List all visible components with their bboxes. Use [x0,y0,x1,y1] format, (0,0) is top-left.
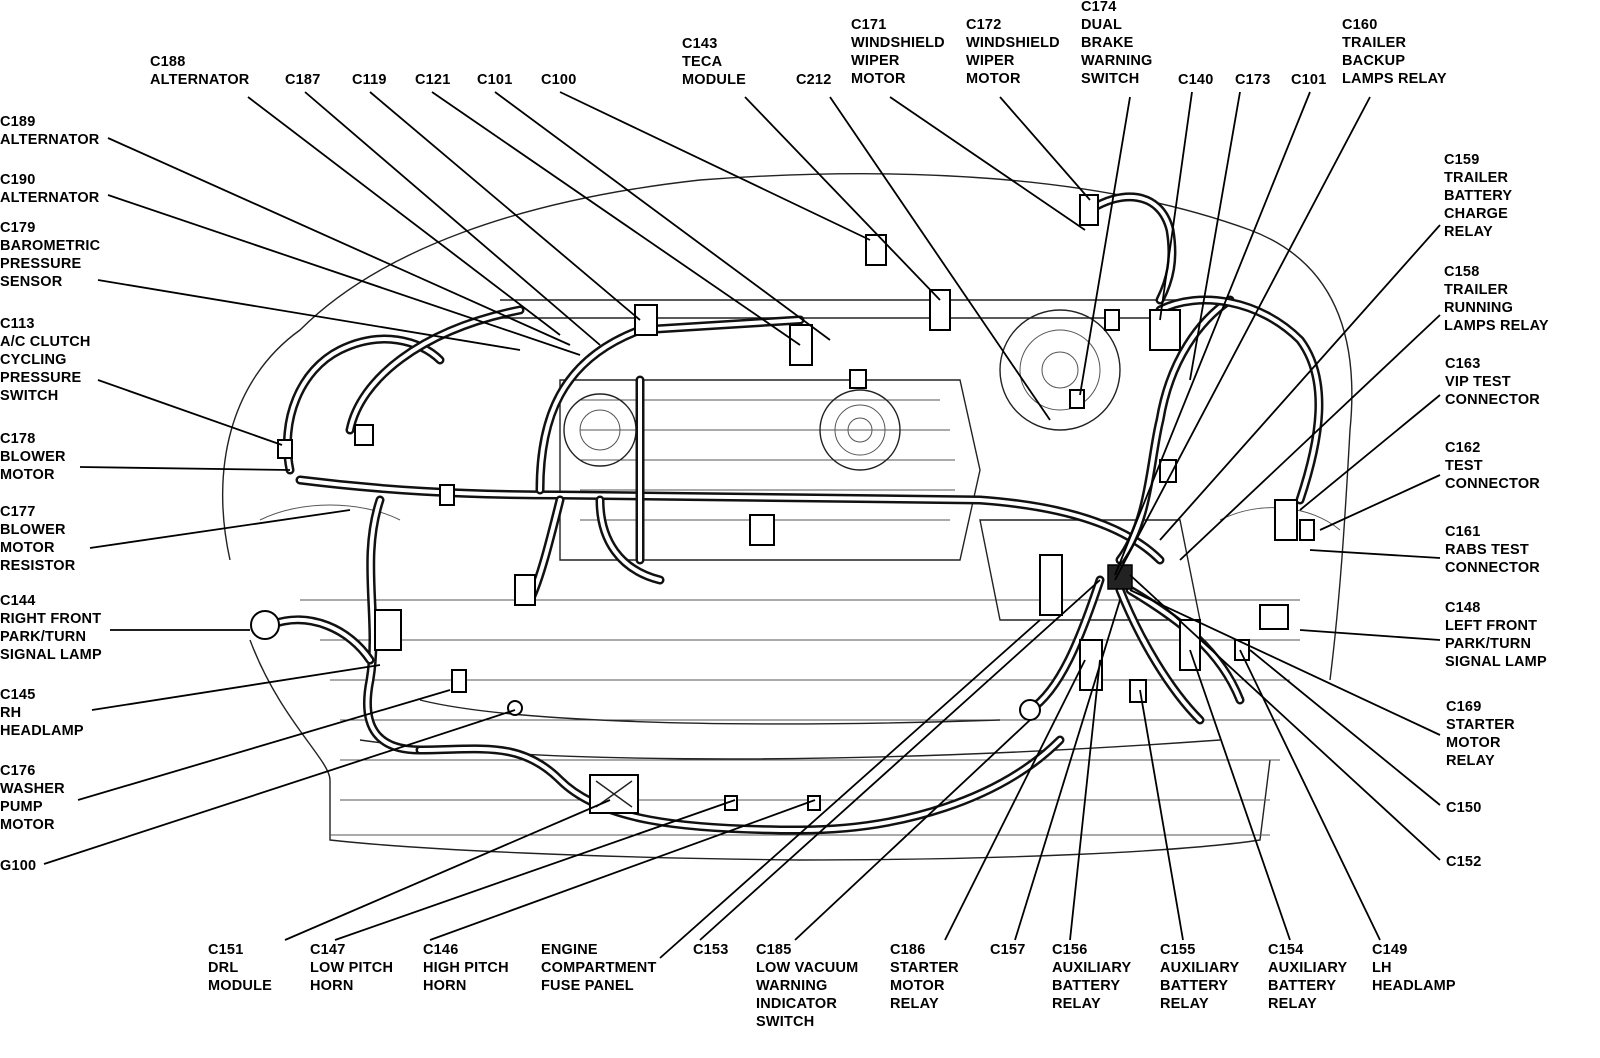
engine-compartment-outline [221,173,1353,861]
label-c100: C100 [541,72,576,88]
label-c153: C153 [693,942,728,958]
label-c119: C119 [352,72,387,88]
label-c101-top: C101 [477,72,512,88]
label-c121: C121 [415,72,450,88]
label-c157: C157 [990,942,1025,958]
label-g100: G100 [0,858,36,874]
label-c187: C187 [285,72,320,88]
label-c152: C152 [1446,854,1481,870]
connectors [250,194,1315,814]
label-c140: C140 [1178,72,1213,88]
wire-harness [265,192,1324,835]
label-c173: C173 [1235,72,1270,88]
label-c212: C212 [796,72,831,88]
leader-lines [43,91,1441,959]
label-c101-right: C101 [1291,72,1326,88]
label-c150: C150 [1446,800,1481,816]
